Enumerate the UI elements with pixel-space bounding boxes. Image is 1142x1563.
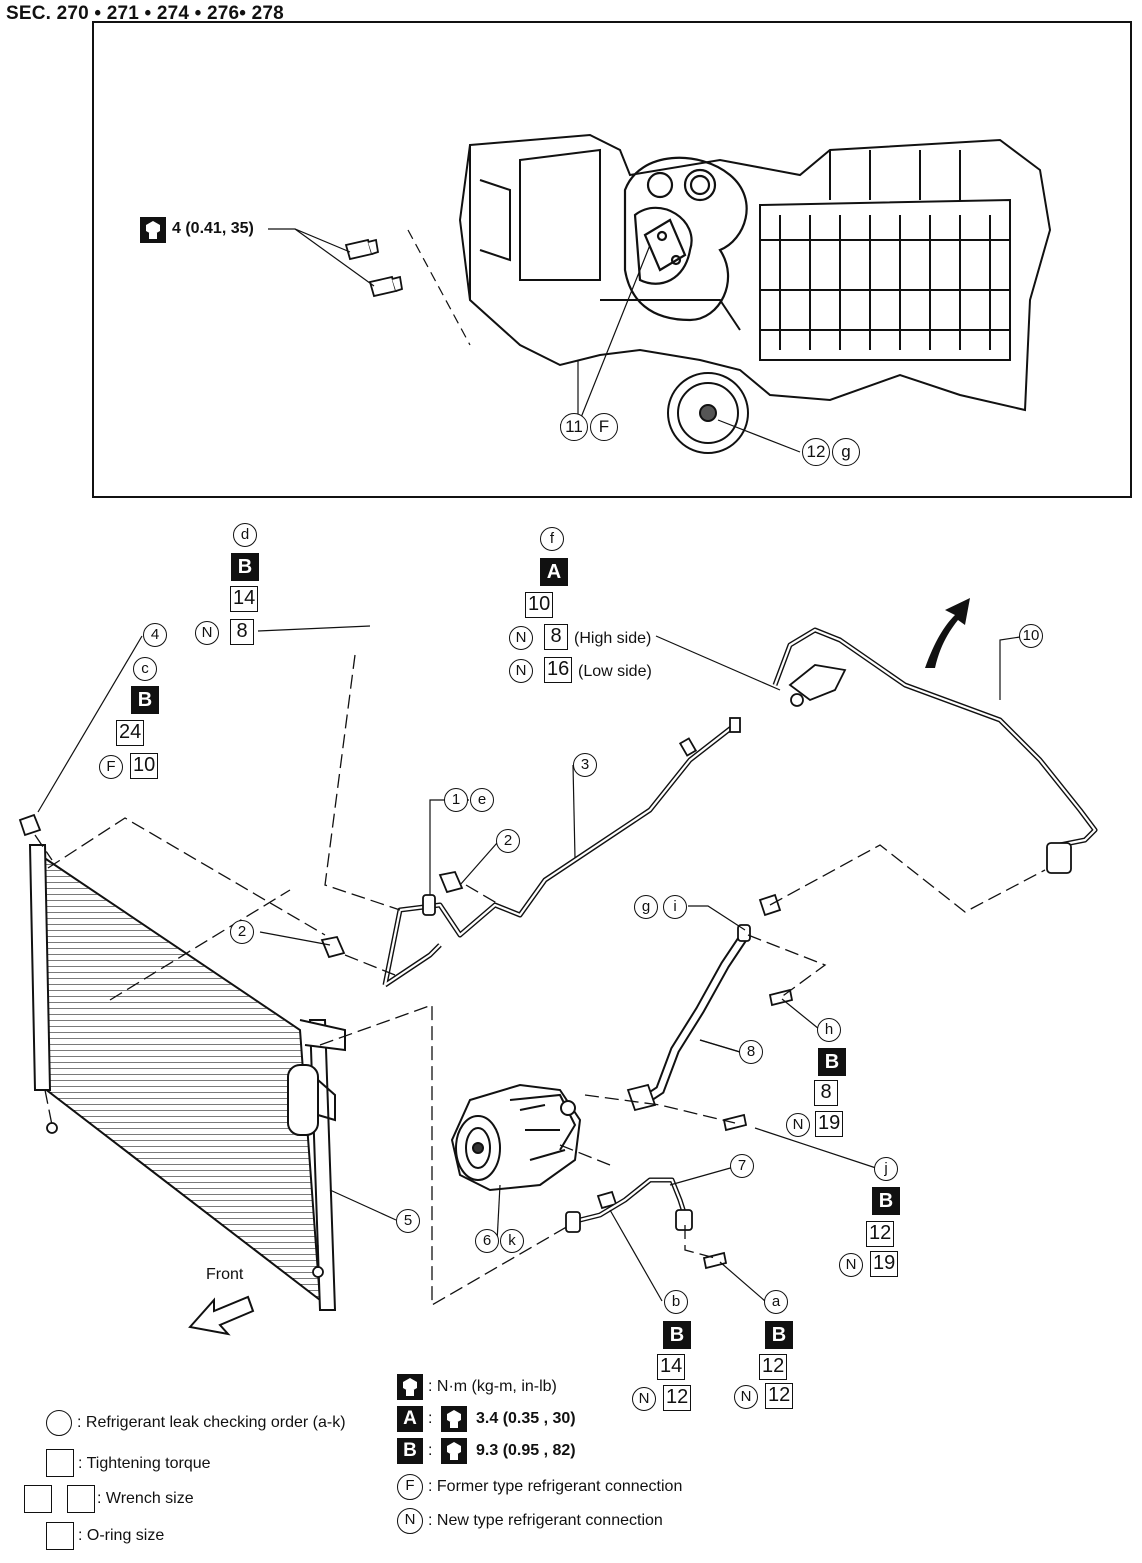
blower-hub	[667, 372, 749, 454]
torque-wrench-icon	[441, 1406, 467, 1432]
legend-tightening: : Tightening torque	[78, 1455, 211, 1472]
order-marker: f	[540, 527, 564, 551]
part-9-order-marker: g	[634, 895, 658, 919]
part-2-marker: 2	[496, 829, 520, 853]
part-3-marker: 3	[573, 753, 597, 777]
oring-size-box: 19	[815, 1111, 844, 1137]
legend-former-type-symbol: F	[397, 1474, 423, 1500]
pipe-clips	[320, 870, 464, 959]
oring-size-box: 8	[230, 619, 254, 645]
legend-nm: : N·m (kg-m, in-lb)	[428, 1378, 557, 1395]
high-side-note: (High side)	[574, 630, 652, 647]
legend-former-type: : Former type refrigerant connection	[428, 1478, 683, 1495]
legend-grade-a-badge: A	[397, 1406, 423, 1432]
torque-grade-badge: B	[872, 1187, 900, 1215]
oring-size-box: 19	[870, 1251, 899, 1277]
legend-oring-box	[46, 1522, 74, 1550]
order-marker: b	[664, 1290, 688, 1314]
section-title: SEC. 270 • 271 • 274 • 276• 278	[6, 3, 284, 24]
condenser	[28, 844, 346, 1311]
connection-type-marker: N	[632, 1387, 656, 1411]
torque-value-box: 10	[525, 592, 554, 618]
connection-type-marker: N	[839, 1253, 863, 1277]
part-2-marker-lower: 2	[230, 920, 254, 944]
expansion-valve	[623, 156, 748, 322]
front-label: Front	[206, 1266, 244, 1283]
torque-grade-badge: B	[131, 686, 159, 714]
order-marker: d	[233, 523, 257, 547]
order-marker: j	[874, 1157, 898, 1181]
torque-wrench-icon	[397, 1374, 423, 1400]
oring-size-box-low: 16	[544, 657, 573, 683]
torque-value-box: 14	[230, 586, 259, 612]
condenser-fittings	[18, 813, 324, 1278]
part-11-type-marker: F	[590, 413, 618, 441]
connection-type-marker-low: N	[509, 659, 533, 683]
part-10-marker: 10	[1019, 624, 1043, 648]
part-8-marker: 8	[739, 1040, 763, 1064]
legend-grade-b-value: 9.3 (0.95 , 82)	[476, 1442, 576, 1459]
part-1-order-marker: e	[470, 788, 494, 812]
legend-new-type: : New type refrigerant connection	[428, 1512, 663, 1529]
part-11-marker: 11	[560, 413, 588, 441]
oring-size-box: 8	[544, 624, 568, 650]
oring-size-box: 12	[765, 1383, 794, 1409]
part-12-type-marker: g	[832, 438, 860, 466]
torque-value-box: 12	[759, 1354, 788, 1380]
torque-value-box: 14	[657, 1354, 686, 1380]
torque-grade-badge: A	[540, 558, 568, 586]
low-side-note: (Low side)	[578, 663, 652, 680]
compressor	[450, 1083, 582, 1192]
legend-grade-b-badge: B	[397, 1438, 423, 1464]
torque-grade-badge: B	[765, 1321, 793, 1349]
oring-size-box: 12	[663, 1385, 692, 1411]
connection-type-marker: N	[786, 1113, 810, 1137]
torque-wrench-icon	[441, 1438, 467, 1464]
torque-grade-badge: B	[818, 1048, 846, 1076]
legend-grade-b-sep: :	[428, 1442, 433, 1459]
legend-leak-order: : Refrigerant leak checking order (a-k)	[77, 1414, 346, 1431]
legend-wrench-box-2	[67, 1485, 95, 1513]
torque-value-box: 12	[866, 1221, 895, 1247]
legend-oring: : O-ring size	[78, 1527, 165, 1544]
part-7-marker: 7	[730, 1154, 754, 1178]
legend-circle-symbol	[46, 1410, 72, 1436]
inset-torque-label: 4 (0.41, 35)	[172, 220, 254, 237]
part-12-marker: 12	[802, 438, 830, 466]
torque-value-box: 8	[814, 1080, 838, 1106]
order-marker: a	[764, 1290, 788, 1314]
torque-wrench-icon	[140, 217, 166, 243]
part-6-order-marker: k	[500, 1229, 524, 1253]
torque-grade-badge: B	[663, 1321, 691, 1349]
legend-new-type-symbol: N	[397, 1508, 423, 1534]
cooling-unit	[458, 133, 1052, 412]
torque-grade-badge: B	[231, 553, 259, 581]
legend-wrench-box-1	[24, 1485, 52, 1513]
connection-type-marker: N	[195, 621, 219, 645]
inset-frame	[92, 21, 1132, 498]
part-1-marker: 1	[444, 788, 468, 812]
part-5-marker: 5	[396, 1209, 420, 1233]
legend-box-symbol	[46, 1449, 74, 1477]
inset-bolts	[344, 238, 404, 298]
part-6-marker: 6	[475, 1229, 499, 1253]
order-marker: c	[133, 657, 157, 681]
direction-arrow	[925, 598, 970, 668]
connection-type-marker: N	[509, 626, 533, 650]
part-9-order-marker-2: i	[663, 895, 687, 919]
order-marker: h	[817, 1018, 841, 1042]
oring-size-box: 10	[130, 753, 159, 779]
torque-value-box: 24	[116, 720, 145, 746]
legend-wrench: : Wrench size	[97, 1490, 194, 1507]
connection-type-marker: F	[99, 755, 123, 779]
service-valve	[422, 717, 741, 916]
legend-grade-a-value: 3.4 (0.35 , 30)	[476, 1410, 576, 1427]
legend-grade-a-sep: :	[428, 1410, 433, 1427]
part-4-marker: 4	[143, 623, 167, 647]
front-arrow	[188, 1295, 255, 1336]
connection-type-marker: N	[734, 1385, 758, 1409]
